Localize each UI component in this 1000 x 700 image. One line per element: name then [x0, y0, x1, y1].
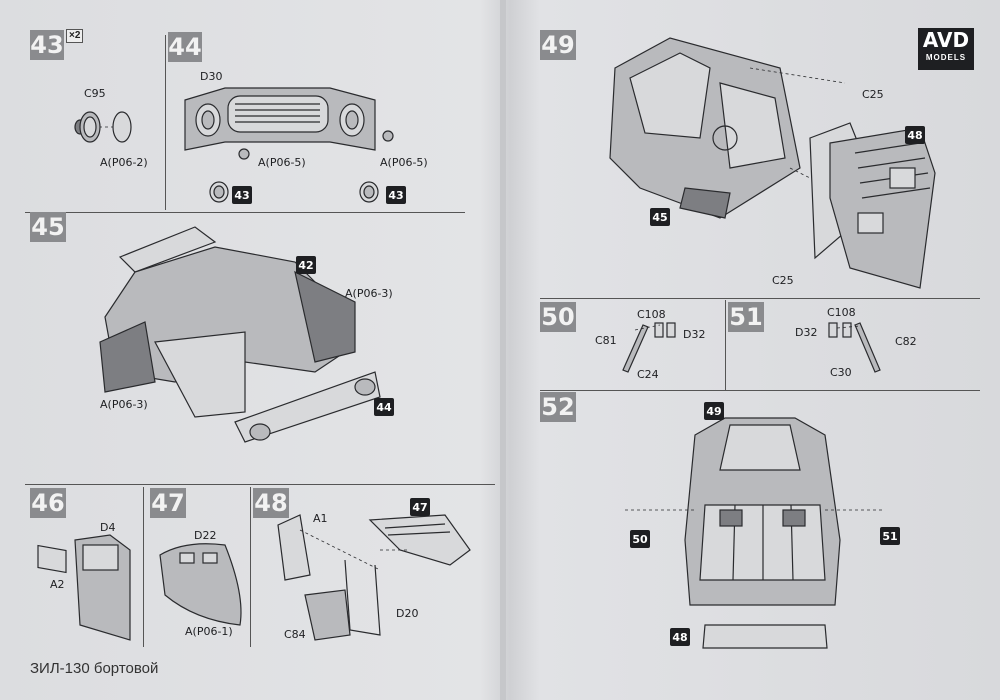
part-label: C108 [827, 306, 856, 319]
step-number-icon: 45 [30, 212, 66, 242]
bulb-icon [238, 148, 250, 160]
part-label: D32 [795, 326, 818, 339]
divider [25, 484, 495, 485]
step-number-icon: 43 [30, 30, 64, 60]
part-label: D4 [100, 521, 116, 534]
step-number-icon: 46 [30, 488, 66, 518]
divider [143, 487, 144, 647]
mirror-bracket-illustration [622, 322, 676, 373]
step-number-icon: 48 [253, 488, 289, 518]
part-label: C25 [772, 274, 794, 287]
divider [540, 390, 980, 391]
part-label: D30 [200, 70, 223, 83]
part-label: A1 [313, 512, 328, 525]
part-label: A(P06-5) [258, 156, 306, 169]
headlight-illustration [74, 111, 132, 143]
multiplier-badge: ×2 [66, 29, 84, 43]
part-ref-icon: 51 [880, 527, 900, 545]
brand-logo-text: AVD [922, 28, 970, 52]
part-ref-icon: 49 [704, 402, 724, 420]
page-fold [500, 0, 506, 700]
step-number-icon: 50 [540, 302, 576, 332]
part-label: A(P06-3) [100, 398, 148, 411]
part-ref-icon: 48 [905, 126, 925, 144]
part-label: C108 [637, 308, 666, 321]
model-title: ЗИЛ-130 бортовой [30, 660, 159, 677]
brand-logo-sub: MODELS [925, 53, 967, 62]
part-label: C82 [895, 335, 917, 348]
part-label: A2 [50, 578, 65, 591]
divider [250, 487, 251, 647]
step-number-icon: 44 [168, 32, 202, 62]
part-label: A(P06-1) [185, 625, 233, 638]
mirror-bracket-illustration [828, 322, 881, 373]
headlight-ring-icon [359, 181, 379, 203]
part-label: A(P06-5) [380, 156, 428, 169]
part-ref-icon: 45 [650, 208, 670, 226]
part-ref-icon: 48 [670, 628, 690, 646]
headlight-ring-icon [209, 181, 229, 203]
cab-rear-view-illustration [625, 417, 885, 649]
part-ref-icon: 47 [410, 498, 430, 516]
part-label: D22 [194, 529, 217, 542]
step-number-icon: 51 [728, 302, 764, 332]
part-ref-icon: 50 [630, 530, 650, 548]
door-inner-illustration [159, 543, 242, 626]
part-ref-icon: 42 [296, 256, 316, 274]
part-label: D20 [396, 607, 419, 620]
grille-illustration [184, 87, 376, 151]
cab-assembly-illustration [609, 37, 936, 289]
part-label: A(P06-3) [345, 287, 393, 300]
divider [165, 35, 166, 210]
part-label: C25 [862, 88, 884, 101]
cab-floor-illustration [99, 226, 381, 443]
part-label: D32 [683, 328, 706, 341]
divider [725, 300, 726, 390]
cab-rear-illustration [277, 514, 471, 641]
step-number-icon: 49 [540, 30, 576, 60]
step-number-icon: 52 [540, 392, 576, 422]
part-label: C84 [284, 628, 306, 641]
divider [540, 298, 980, 299]
part-ref-icon: 44 [374, 398, 394, 416]
step-number-icon: 47 [150, 488, 186, 518]
part-ref-icon: 43 [386, 186, 406, 204]
part-label: C81 [595, 334, 617, 347]
part-label: A(P06-2) [100, 156, 148, 169]
part-label: C24 [637, 368, 659, 381]
part-label: C95 [84, 87, 106, 100]
door-panel-illustration [37, 534, 131, 641]
bulb-icon [382, 130, 394, 142]
avd-logo: AVD MODELS [918, 28, 974, 70]
part-ref-icon: 43 [232, 186, 252, 204]
part-label: C30 [830, 366, 852, 379]
divider [25, 212, 465, 213]
